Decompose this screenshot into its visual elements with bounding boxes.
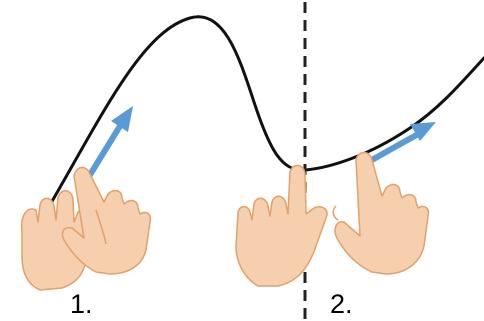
step-2-label: 2. — [330, 291, 353, 318]
arrow-up-right-icon — [370, 122, 436, 161]
step-1-label: 1. — [70, 291, 93, 318]
curve-line — [40, 17, 484, 222]
arrow-up-right-icon — [88, 106, 133, 178]
hand-icon — [236, 165, 327, 286]
hand-icon — [333, 153, 428, 275]
